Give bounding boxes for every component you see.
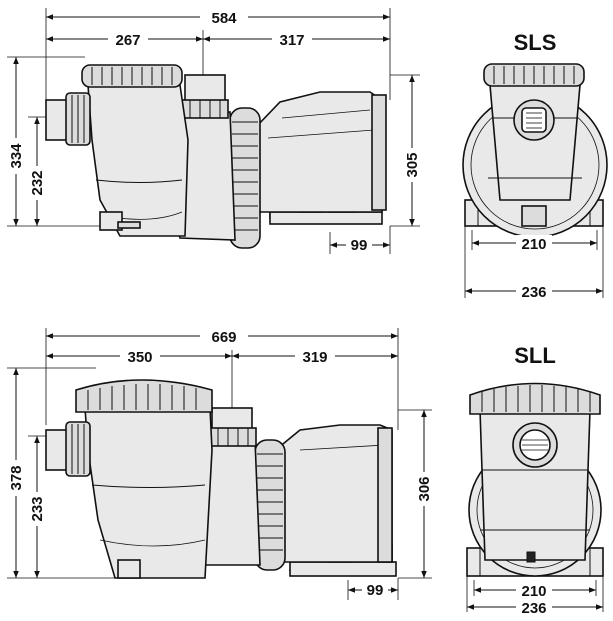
sls-side-view: 584 267 317 334 232 305 99 — [7, 8, 421, 254]
sls-foot-offset: 99 — [351, 237, 368, 254]
sll-base-inner: 210 — [521, 583, 546, 600]
sls-motor-length: 317 — [279, 32, 304, 49]
sls-inlet-height: 232 — [29, 170, 46, 195]
sll-overall-height: 378 — [8, 465, 25, 490]
sls-prefilter-length: 267 — [115, 32, 140, 49]
sls-overall-height: 334 — [8, 143, 25, 169]
sll-front-view: SLL 210 236 — [466, 343, 604, 617]
sll-foot-offset: 99 — [367, 582, 384, 599]
sll-motor-length: 319 — [302, 349, 327, 366]
sll-base-outer: 236 — [521, 600, 546, 617]
sls-base-inner: 210 — [521, 236, 546, 253]
sls-model-title: SLS — [514, 30, 557, 55]
sls-overall-length: 584 — [211, 10, 237, 27]
sls-base-outer: 236 — [521, 284, 546, 301]
sls-pump-side — [45, 64, 387, 249]
sll-side-view: 669 350 319 378 233 306 99 — [7, 328, 433, 600]
sll-overall-length: 669 — [211, 329, 236, 346]
sll-pump-side — [45, 379, 397, 579]
sll-prefilter-length: 350 — [127, 349, 152, 366]
sll-outlet-height: 306 — [416, 476, 433, 501]
sls-front-view: SLS 210 236 — [462, 30, 608, 301]
sls-outlet-height: 305 — [404, 152, 421, 177]
sll-inlet-height: 233 — [29, 496, 46, 521]
sll-model-title: SLL — [514, 343, 556, 368]
